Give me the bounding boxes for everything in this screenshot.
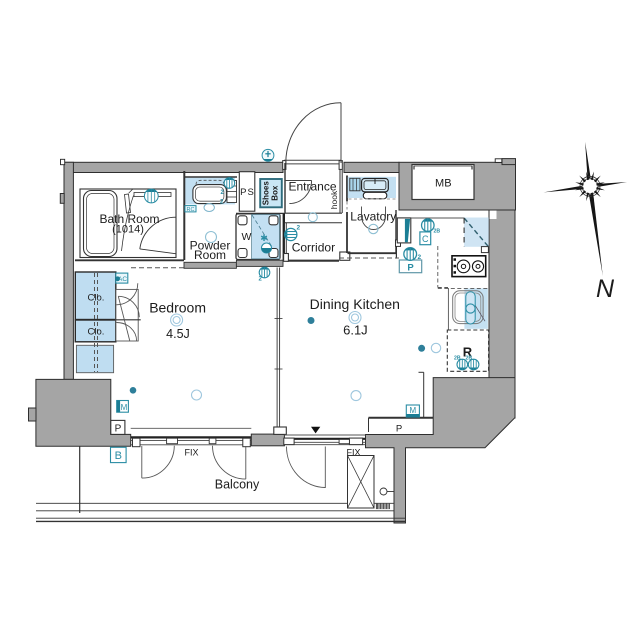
svg-text:Bath Room: Bath Room: [99, 212, 159, 226]
svg-text:AC: AC: [118, 276, 127, 283]
svg-text:2B: 2B: [466, 356, 473, 362]
svg-text:hook: hook: [329, 190, 339, 209]
svg-text:Powder: Powder: [190, 238, 231, 252]
svg-text:(1014): (1014): [112, 224, 144, 236]
svg-text:Dining Kitchen: Dining Kitchen: [310, 296, 400, 312]
svg-text:Room: Room: [194, 248, 226, 262]
svg-text:2B: 2B: [454, 356, 461, 362]
svg-text:M: M: [121, 403, 128, 412]
svg-text:M: M: [409, 406, 416, 415]
svg-text:R: R: [463, 345, 473, 360]
svg-text:MB: MB: [435, 177, 452, 189]
svg-text:2: 2: [259, 277, 263, 283]
svg-text:4.5J: 4.5J: [166, 327, 190, 341]
svg-text:2: 2: [220, 200, 224, 206]
svg-text:Bedroom: Bedroom: [149, 300, 206, 316]
svg-text:Shoes: Shoes: [262, 181, 271, 206]
svg-text:Entrance: Entrance: [288, 180, 336, 194]
svg-text:2B: 2B: [434, 229, 441, 235]
svg-text:FIX: FIX: [184, 447, 198, 457]
svg-text:C: C: [422, 234, 429, 244]
svg-text:2: 2: [418, 254, 422, 261]
svg-text:✱: ✱: [260, 233, 268, 243]
svg-text:W: W: [242, 231, 252, 243]
svg-text:RC: RC: [187, 207, 195, 213]
svg-text:Corridor: Corridor: [292, 241, 335, 255]
svg-text:Balcony: Balcony: [215, 478, 260, 492]
svg-text:P: P: [407, 262, 414, 273]
svg-text:6.1J: 6.1J: [343, 323, 368, 338]
svg-text:B: B: [115, 450, 122, 462]
svg-text:FIX: FIX: [346, 447, 360, 457]
svg-text:PS: PS: [240, 187, 255, 198]
svg-text:Lavatory: Lavatory: [350, 209, 396, 223]
svg-text:P: P: [396, 424, 402, 435]
svg-text:2: 2: [221, 190, 225, 196]
svg-text:Clo.: Clo.: [88, 327, 105, 338]
svg-text:2: 2: [297, 225, 301, 232]
svg-text:Clo.: Clo.: [88, 293, 105, 304]
svg-text:P: P: [115, 424, 122, 435]
svg-text:N: N: [596, 275, 615, 303]
svg-text:Box: Box: [271, 185, 280, 201]
